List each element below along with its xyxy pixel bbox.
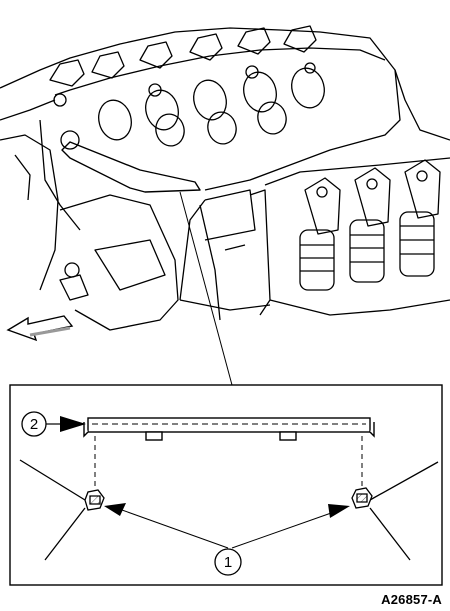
callout-1: 1 [214,548,242,576]
rocker-arms [304,159,441,235]
intake-ports [98,67,325,147]
engine-block-illustration [0,25,450,331]
gasket-strip [83,417,375,441]
detail-leader-line [179,191,233,386]
locator-dowel-left [19,459,105,561]
callout-2-label: 2 [30,416,38,433]
detail-view [19,417,439,561]
figure-id-label: A26857-A [381,592,442,607]
callout-2: 2 [21,411,86,437]
locator-dowel-right [351,461,439,561]
front-direction-arrow [6,315,74,342]
installed-gasket [61,141,201,193]
callout-1-label: 1 [224,554,232,571]
head-bolt-bosses [49,25,317,107]
